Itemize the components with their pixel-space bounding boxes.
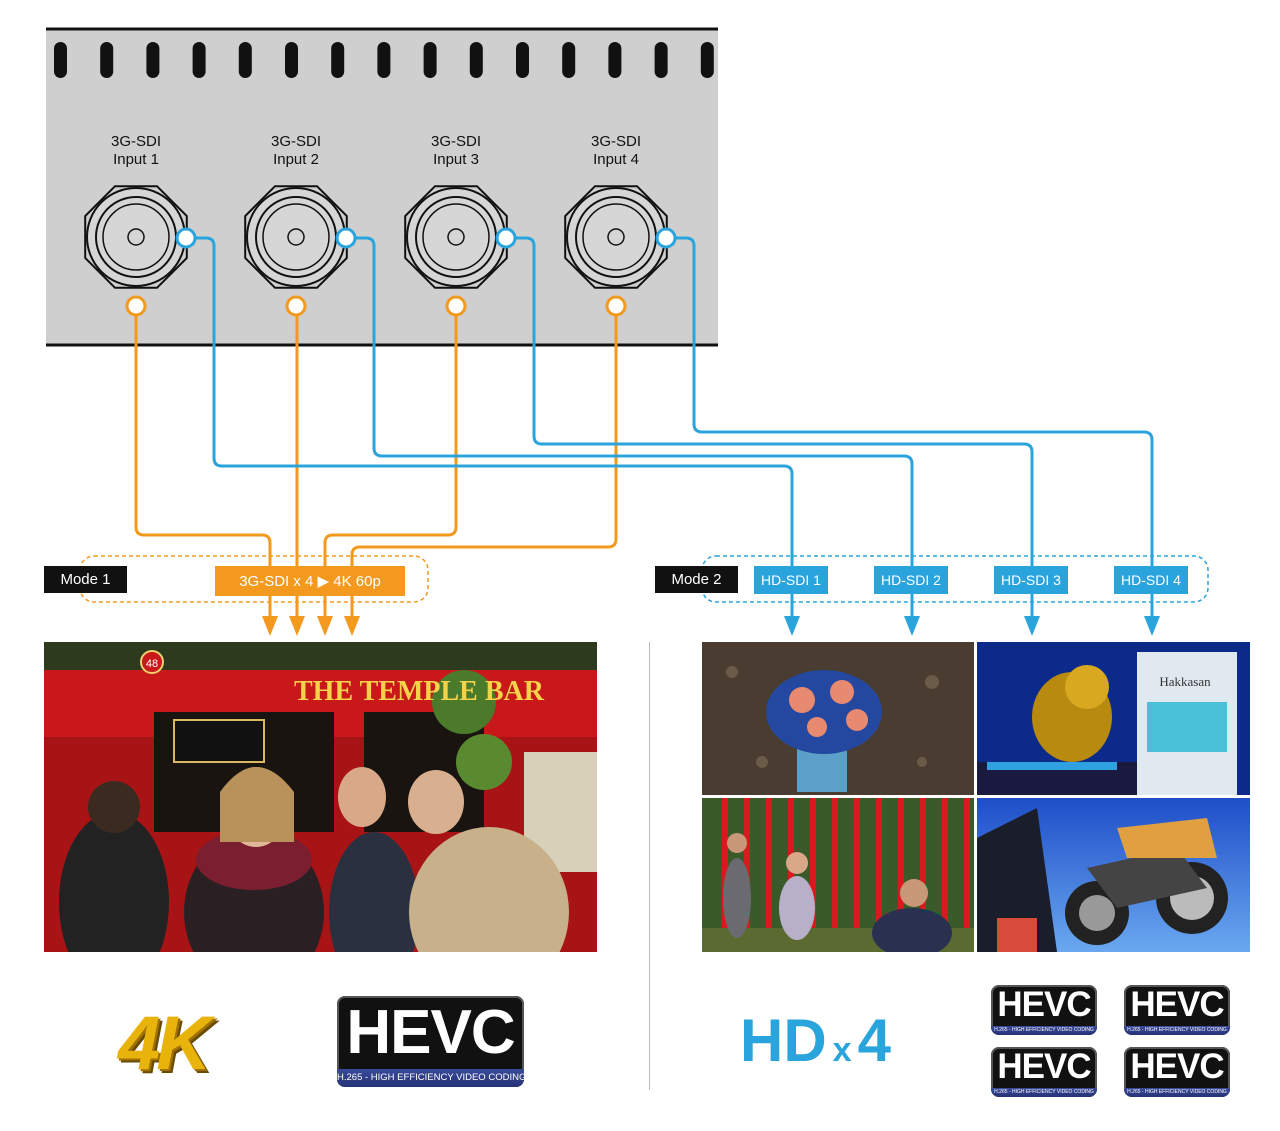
input-4-line2: Input 4: [593, 151, 639, 168]
vent-slot: [54, 42, 67, 78]
mode2-frame: [701, 555, 1209, 603]
signal-ports: [125, 227, 677, 317]
hevc-logo-small-2: HEVC H.265 - HIGH EFFICIENCY VIDEO CODIN…: [1124, 985, 1230, 1035]
hevc-word: HEVC: [997, 1047, 1091, 1086]
mode1-frame: [79, 555, 429, 603]
input-2-line2: Input 2: [273, 151, 319, 168]
hevc-word: HEVC: [997, 985, 1091, 1024]
hevc-word: HEVC: [1130, 1047, 1224, 1086]
hd-sdi-1-tag: HD-SDI 1: [754, 566, 828, 594]
bnc-connector-2: [244, 185, 348, 289]
vent-slot: [608, 42, 622, 78]
blue-arrowheads: [784, 616, 1160, 636]
hevc-subtitle: H.265 - HIGH EFFICIENCY VIDEO CODING: [991, 1088, 1097, 1097]
orange-port-4: [605, 295, 627, 317]
orange-wires: [134, 316, 618, 620]
blue-wires: [196, 236, 1154, 620]
vent-slot: [377, 42, 391, 78]
logo-4k: 4K: [118, 1001, 211, 1086]
mode2-label: Mode 2: [655, 566, 738, 593]
vent-slot: [700, 42, 714, 78]
hd-sdi-4-tag: HD-SDI 4: [1114, 566, 1188, 594]
input-1-line2: Input 1: [113, 151, 159, 168]
hakkasan-sign: Hakkasan: [1159, 674, 1211, 689]
hevc-logo-small-3: HEVC H.265 - HIGH EFFICIENCY VIDEO CODIN…: [991, 1047, 1097, 1097]
vent-slot: [562, 42, 576, 78]
vent-slot: [192, 42, 206, 78]
hd-photo-2: Hakkasan: [977, 642, 1250, 795]
input-4-line1: 3G-SDI: [591, 133, 641, 150]
hevc-subtitle: H.265 - HIGH EFFICIENCY VIDEO CODING: [1124, 1026, 1230, 1035]
blue-port-4: [655, 227, 677, 249]
orange-arrowheads: [262, 616, 360, 636]
vent-slots: [54, 42, 714, 78]
mode1-label: Mode 1: [44, 566, 127, 593]
bnc-connector-4: [564, 185, 668, 289]
orange-port-1: [125, 295, 147, 317]
input-3-line1: 3G-SDI: [431, 133, 481, 150]
hevc-logo-large: HEVC H.265 - HIGH EFFICIENCY VIDEO CODIN…: [337, 996, 524, 1087]
blue-port-2: [335, 227, 357, 249]
hevc-word: HEVC: [1130, 985, 1224, 1024]
orange-port-2: [285, 295, 307, 317]
blue-port-1: [175, 227, 197, 249]
vent-slot: [238, 42, 252, 78]
hd-text: HD: [740, 1007, 827, 1074]
vent-slot: [423, 42, 437, 78]
section-divider: [649, 642, 650, 1090]
hd-photo-4: [977, 798, 1250, 952]
hd-photo-1: [702, 642, 974, 795]
badge-number: 48: [146, 658, 158, 670]
hd-sdi-2-tag: HD-SDI 2: [874, 566, 948, 594]
input-1-line1: 3G-SDI: [111, 133, 161, 150]
mode1-4k-photo: 48 THE TEMPLE BAR: [44, 642, 597, 952]
hevc-logo-small-4: HEVC H.265 - HIGH EFFICIENCY VIDEO CODIN…: [1124, 1047, 1230, 1097]
bnc-connector-3: [404, 185, 508, 289]
hevc-word: HEVC: [346, 998, 515, 1067]
hd-photo-3: [702, 798, 974, 952]
orange-port-3: [445, 295, 467, 317]
vent-slot: [146, 42, 160, 78]
bnc-connector-1: [84, 185, 188, 289]
x-text: x: [832, 1031, 852, 1069]
blue-port-3: [495, 227, 517, 249]
pub-sign: THE TEMPLE BAR: [294, 676, 545, 707]
vent-slot: [469, 42, 483, 78]
vent-slot: [285, 42, 298, 78]
hd-sdi-3-tag: HD-SDI 3: [994, 566, 1068, 594]
vent-slot: [654, 42, 668, 78]
vent-slot: [516, 42, 529, 78]
vent-slot: [331, 42, 345, 78]
hevc-subtitle: H.265 - HIGH EFFICIENCY VIDEO CODING: [991, 1026, 1097, 1035]
input-2-line1: 3G-SDI: [271, 133, 321, 150]
input-3-line2: Input 3: [433, 151, 479, 168]
hevc-subtitle: H.265 - HIGH EFFICIENCY VIDEO CODING: [1124, 1088, 1230, 1097]
count-text: 4: [857, 1007, 891, 1074]
vent-slot: [100, 42, 114, 78]
hevc-subtitle: H.265 - HIGH EFFICIENCY VIDEO CODING: [337, 1069, 524, 1087]
mode1-signal-tag: 3G-SDI x 4 ▶ 4K 60p: [215, 566, 405, 596]
hevc-logo-small-1: HEVC H.265 - HIGH EFFICIENCY VIDEO CODIN…: [991, 985, 1097, 1035]
